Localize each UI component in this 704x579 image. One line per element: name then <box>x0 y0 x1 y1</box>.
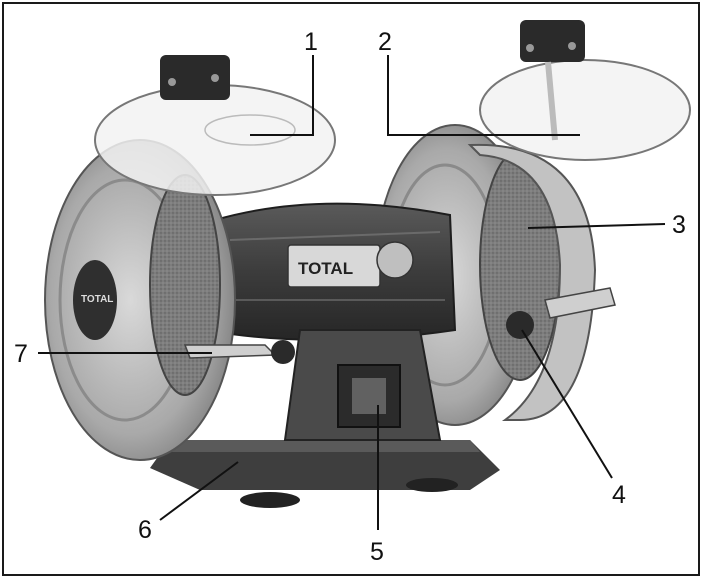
guard-brand-text: TOTAL <box>81 294 113 305</box>
right-tool-rest <box>506 287 616 339</box>
motor-housing: TOTAL <box>203 202 457 341</box>
left-tool-rest <box>183 340 295 364</box>
callout-3: 3 <box>672 211 686 239</box>
leader-line-2 <box>387 55 580 136</box>
callout-6: 6 <box>138 516 152 544</box>
left-eye-shield <box>94 55 336 196</box>
power-switch <box>337 364 401 428</box>
callout-7: 7 <box>14 340 28 368</box>
callout-1: 1 <box>304 28 318 56</box>
callout-5: 5 <box>370 538 384 566</box>
leader-lines <box>38 55 666 530</box>
callout-4: 4 <box>612 481 626 509</box>
leader-line-6 <box>159 461 239 521</box>
adjustment-knob <box>506 311 534 339</box>
right-guard-cover <box>467 143 597 421</box>
leader-line-1 <box>250 55 314 136</box>
left-grinding-wheel <box>149 174 221 396</box>
leader-line-4 <box>521 329 613 479</box>
brand-label-text: TOTAL <box>298 259 353 278</box>
callout-labels: 1 2 3 4 5 6 7 <box>14 28 686 566</box>
base <box>150 440 500 508</box>
leader-line-3 <box>527 223 666 229</box>
callout-2: 2 <box>378 28 392 56</box>
right-eye-shield <box>479 20 691 161</box>
